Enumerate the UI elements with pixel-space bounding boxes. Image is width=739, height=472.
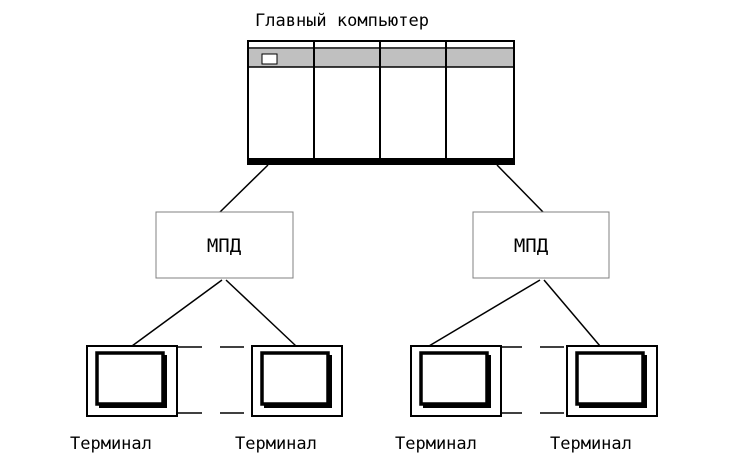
mainframe-icon (247, 40, 515, 165)
terminal-label-4: Терминал (550, 434, 632, 454)
monitor-icon (566, 345, 658, 417)
monitor-icon (251, 345, 343, 417)
mpd-box-right: МПД (472, 211, 610, 279)
mpd-label-left: МПД (207, 235, 242, 257)
mainframe-label: Главный компьютер (255, 11, 429, 31)
terminal-label-1: Терминал (70, 434, 152, 454)
mpd-box-left: МПД (155, 211, 294, 279)
dashed-link-left-group (178, 346, 254, 414)
link-mainframe-mpd-left (219, 164, 269, 213)
terminal-label-3: Терминал (395, 434, 477, 454)
link-mpd-right-terminal-4 (543, 279, 601, 347)
terminal-2 (251, 345, 343, 417)
terminal-1 (86, 345, 178, 417)
link-mpd-left-terminal-2 (225, 279, 297, 347)
monitor-icon (86, 345, 178, 417)
link-mpd-left-terminal-1 (131, 279, 223, 347)
terminal-label-2: Терминал (235, 434, 317, 454)
dashed-link-right-group (498, 346, 568, 414)
link-mpd-right-terminal-3 (428, 279, 541, 347)
link-mainframe-mpd-right (496, 164, 544, 213)
monitor-icon (410, 345, 502, 417)
mpd-label-right: МПД (514, 235, 549, 257)
terminal-3 (410, 345, 502, 417)
terminal-4 (566, 345, 658, 417)
